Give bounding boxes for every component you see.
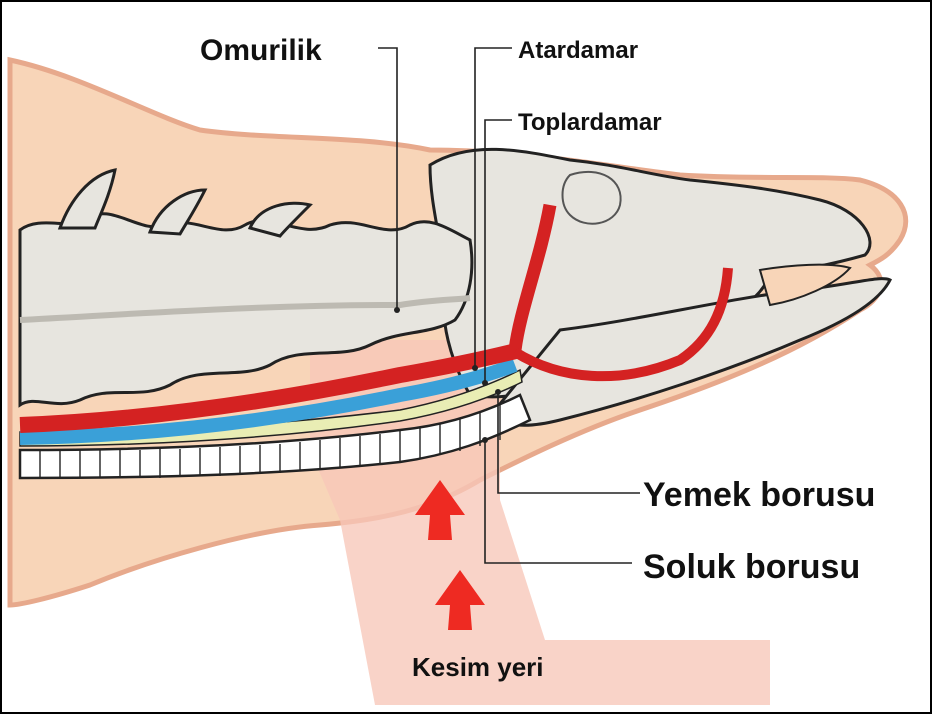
vein-point [482,380,488,386]
trachea-point [482,437,488,443]
label-spinal-cord: Omurilik [200,34,322,67]
label-trachea: Soluk borusu [643,548,860,586]
esophagus-point [495,389,501,395]
label-cut-site: Kesim yeri [412,652,544,682]
spinal-cord-point [394,307,400,313]
label-vein: Toplardamar [518,109,662,136]
label-esophagus: Yemek borusu [643,476,875,514]
artery-point [472,365,478,371]
label-artery: Atardamar [518,37,638,64]
